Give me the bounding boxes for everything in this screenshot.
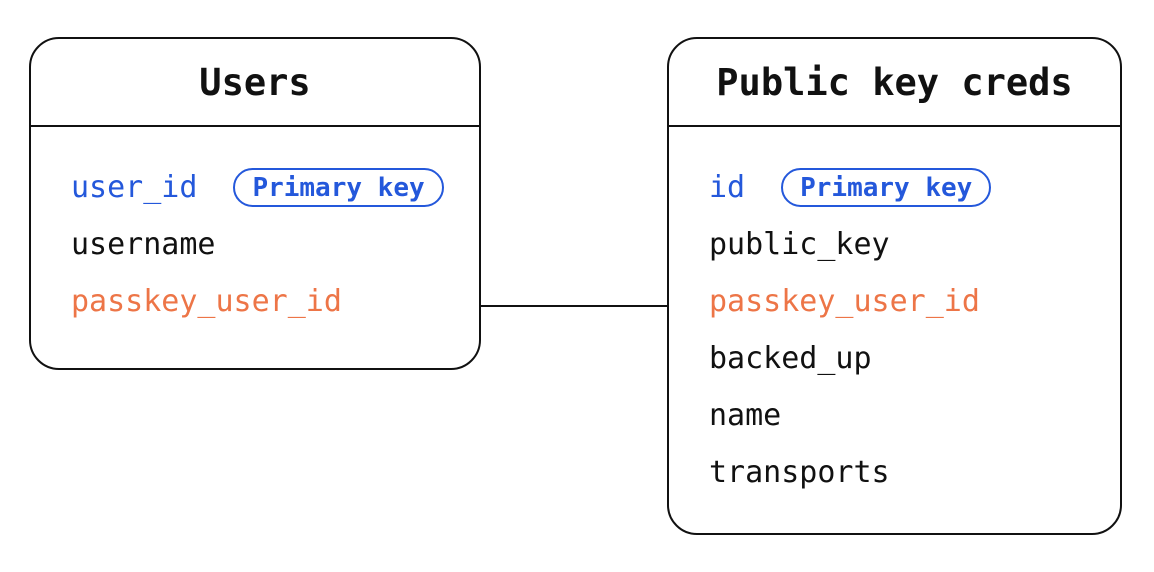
field-user-id: user_id Primary key bbox=[31, 159, 479, 216]
field-name: transports bbox=[709, 455, 890, 490]
field-passkey-user-id: passkey_user_id bbox=[31, 273, 479, 330]
field-name-row: name bbox=[669, 387, 1120, 444]
field-name: user_id bbox=[71, 170, 198, 205]
primary-key-badge: Primary key bbox=[233, 168, 444, 207]
field-name: name bbox=[709, 398, 782, 433]
field-name: public_key bbox=[709, 227, 890, 262]
field-name: username bbox=[71, 227, 216, 262]
table-users: Users user_id Primary key username passk… bbox=[29, 37, 481, 370]
field-username: username bbox=[31, 216, 479, 273]
field-id: id Primary key bbox=[669, 159, 1120, 216]
primary-key-badge: Primary key bbox=[781, 168, 992, 207]
field-backed-up: backed_up bbox=[669, 330, 1120, 387]
table-public-key-creds-title: Public key creds bbox=[716, 60, 1073, 104]
field-name: id bbox=[709, 170, 746, 205]
relationship-line bbox=[481, 305, 667, 307]
table-users-title: Users bbox=[199, 60, 311, 104]
field-passkey-user-id: passkey_user_id bbox=[669, 273, 1120, 330]
field-name: passkey_user_id bbox=[709, 284, 980, 319]
field-transports: transports bbox=[669, 444, 1120, 501]
field-public-key: public_key bbox=[669, 216, 1120, 273]
table-users-header: Users bbox=[31, 39, 479, 127]
table-public-key-creds: Public key creds id Primary key public_k… bbox=[667, 37, 1122, 535]
table-public-key-creds-header: Public key creds bbox=[669, 39, 1120, 127]
field-name: passkey_user_id bbox=[71, 284, 342, 319]
table-public-key-creds-fields: id Primary key public_key passkey_user_i… bbox=[669, 127, 1120, 501]
field-name: backed_up bbox=[709, 341, 872, 376]
table-users-fields: user_id Primary key username passkey_use… bbox=[31, 127, 479, 330]
